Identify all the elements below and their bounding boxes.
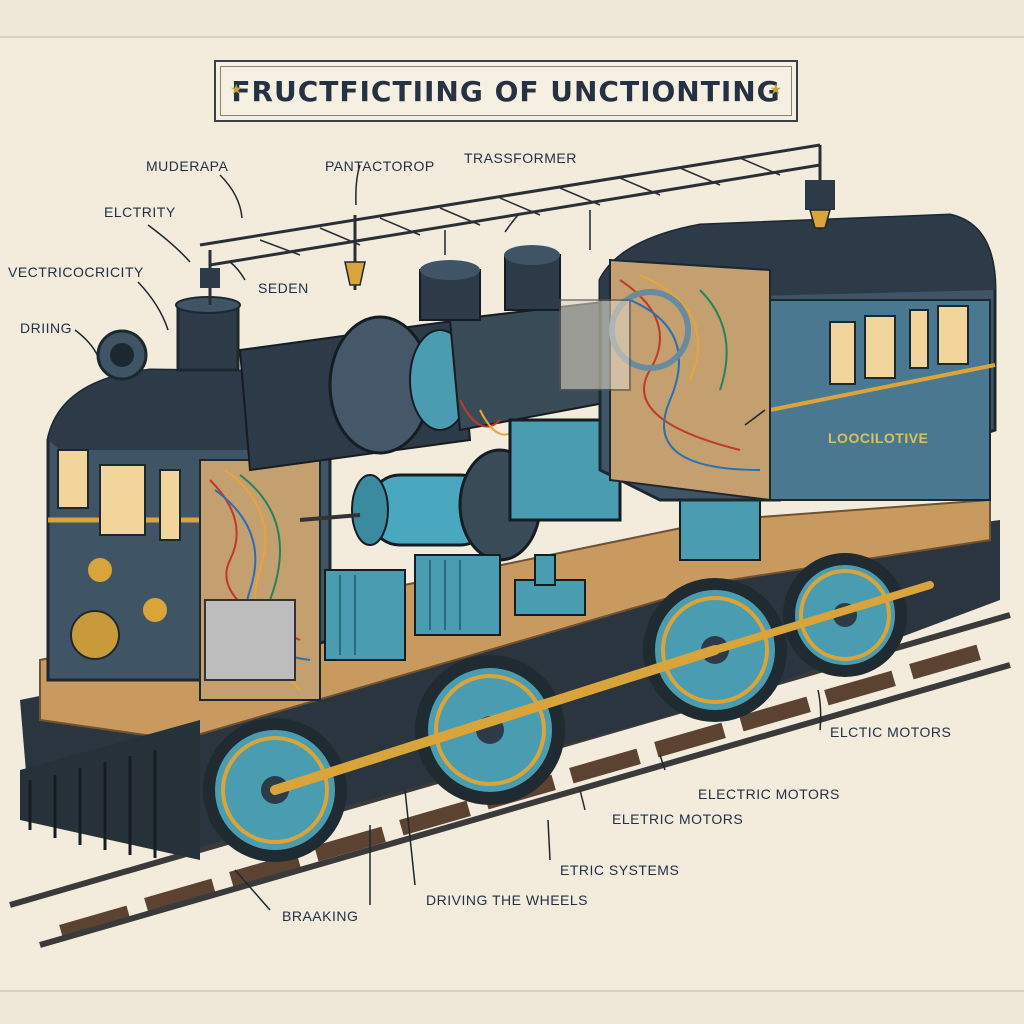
label-driing: DRIING bbox=[20, 320, 72, 336]
label-locomotive: LOOCILOTIVE bbox=[828, 430, 929, 446]
label-vectricocricity: VECTRICOCRICITY bbox=[8, 264, 144, 280]
label-driving-wheels: DRIVING THE WHEELS bbox=[426, 892, 588, 908]
label-seden: SEDEN bbox=[258, 280, 309, 296]
title-banner: ★ FRUCTFICTIING OF UNCTIONTING ★ bbox=[214, 60, 798, 122]
label-muderapa: MUDERAPA bbox=[146, 158, 229, 174]
pantograph bbox=[199, 143, 822, 305]
star-icon: ★ bbox=[230, 82, 243, 98]
label-etric-systems: ETRIC SYSTEMS bbox=[560, 862, 680, 878]
label-electric-motors: ELECTRIC MOTORS bbox=[698, 786, 840, 802]
label-braking: BRAAKING bbox=[282, 908, 359, 924]
label-elctrity: ELCTRITY bbox=[104, 204, 176, 220]
front-cab bbox=[46, 296, 332, 701]
driving-wheels bbox=[203, 553, 934, 862]
label-leader-lines bbox=[74, 164, 822, 911]
rear-car bbox=[559, 213, 997, 502]
diagram-title: FRUCTFICTIING OF UNCTIONTING bbox=[231, 74, 781, 108]
star-icon: ★ bbox=[769, 82, 782, 98]
label-pantactorop: PANTACTOROP bbox=[325, 158, 435, 174]
pantograph-insulators bbox=[200, 180, 835, 288]
label-eletric-motors: ELETRIC MOTORS bbox=[612, 811, 744, 827]
label-transformer: TRASSFORMER bbox=[464, 150, 577, 166]
label-elctic-motors: ELCTIC MOTORS bbox=[830, 724, 952, 740]
